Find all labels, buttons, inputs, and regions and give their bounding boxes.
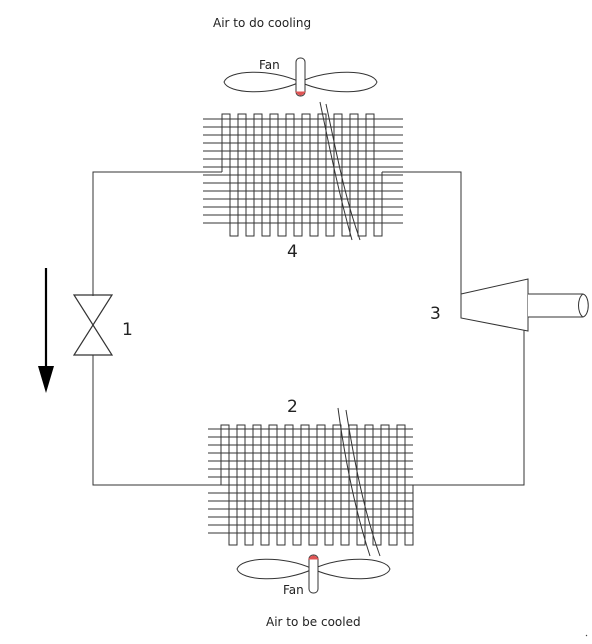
- label-1: 1: [122, 320, 133, 340]
- top-coil-break-1: [319, 101, 353, 241]
- label-3: 3: [430, 304, 441, 324]
- top-coil-fins: [203, 118, 403, 224]
- top-fan-hub: [295, 57, 306, 97]
- bottom-fan-blade-right: [311, 558, 391, 580]
- expansion-valve: [72, 294, 114, 356]
- bottom-fan-hub-tip: [307, 555, 320, 560]
- compressor: [460, 278, 589, 332]
- bottom-fan-hub: [308, 554, 319, 594]
- bottom-fan-label: Fan: [283, 583, 304, 597]
- bottom-coil-break-2: [345, 409, 381, 557]
- pipe-right-top: [382, 171, 462, 294]
- label-2: 2: [287, 397, 298, 417]
- flow-direction-arrow: [38, 268, 54, 393]
- top-fan-label: Fan: [259, 58, 280, 72]
- bottom-caption: Air to be cooled: [266, 615, 361, 629]
- bottom-coil-break-1: [337, 407, 371, 557]
- bottom-fan: [236, 554, 391, 594]
- bottom-coil-fins: [208, 428, 413, 534]
- compressor-body: [460, 278, 529, 332]
- pipe-left-top: [92, 171, 222, 296]
- top-coil-break-2: [325, 103, 361, 241]
- pipe-right-bottom: [413, 329, 525, 486]
- compressor-shaft: [528, 293, 589, 318]
- top-fan-blade-left: [223, 71, 302, 93]
- top-fan-hub-tip: [294, 91, 307, 96]
- top-coil-condenser: [203, 101, 403, 241]
- top-coil-tube: [221, 113, 383, 237]
- bottom-coil-evaporator: [208, 407, 414, 557]
- refrigerant-piping: [92, 171, 525, 486]
- top-caption: Air to do cooling: [213, 16, 311, 30]
- bottom-coil-tube: [220, 424, 414, 546]
- pipe-left-bottom: [92, 355, 221, 486]
- corner-mark: [585, 634, 588, 637]
- top-fan: [223, 57, 378, 97]
- bottom-fan-blade-left: [236, 558, 315, 580]
- top-fan-blade-right: [298, 71, 378, 93]
- label-4: 4: [287, 242, 298, 262]
